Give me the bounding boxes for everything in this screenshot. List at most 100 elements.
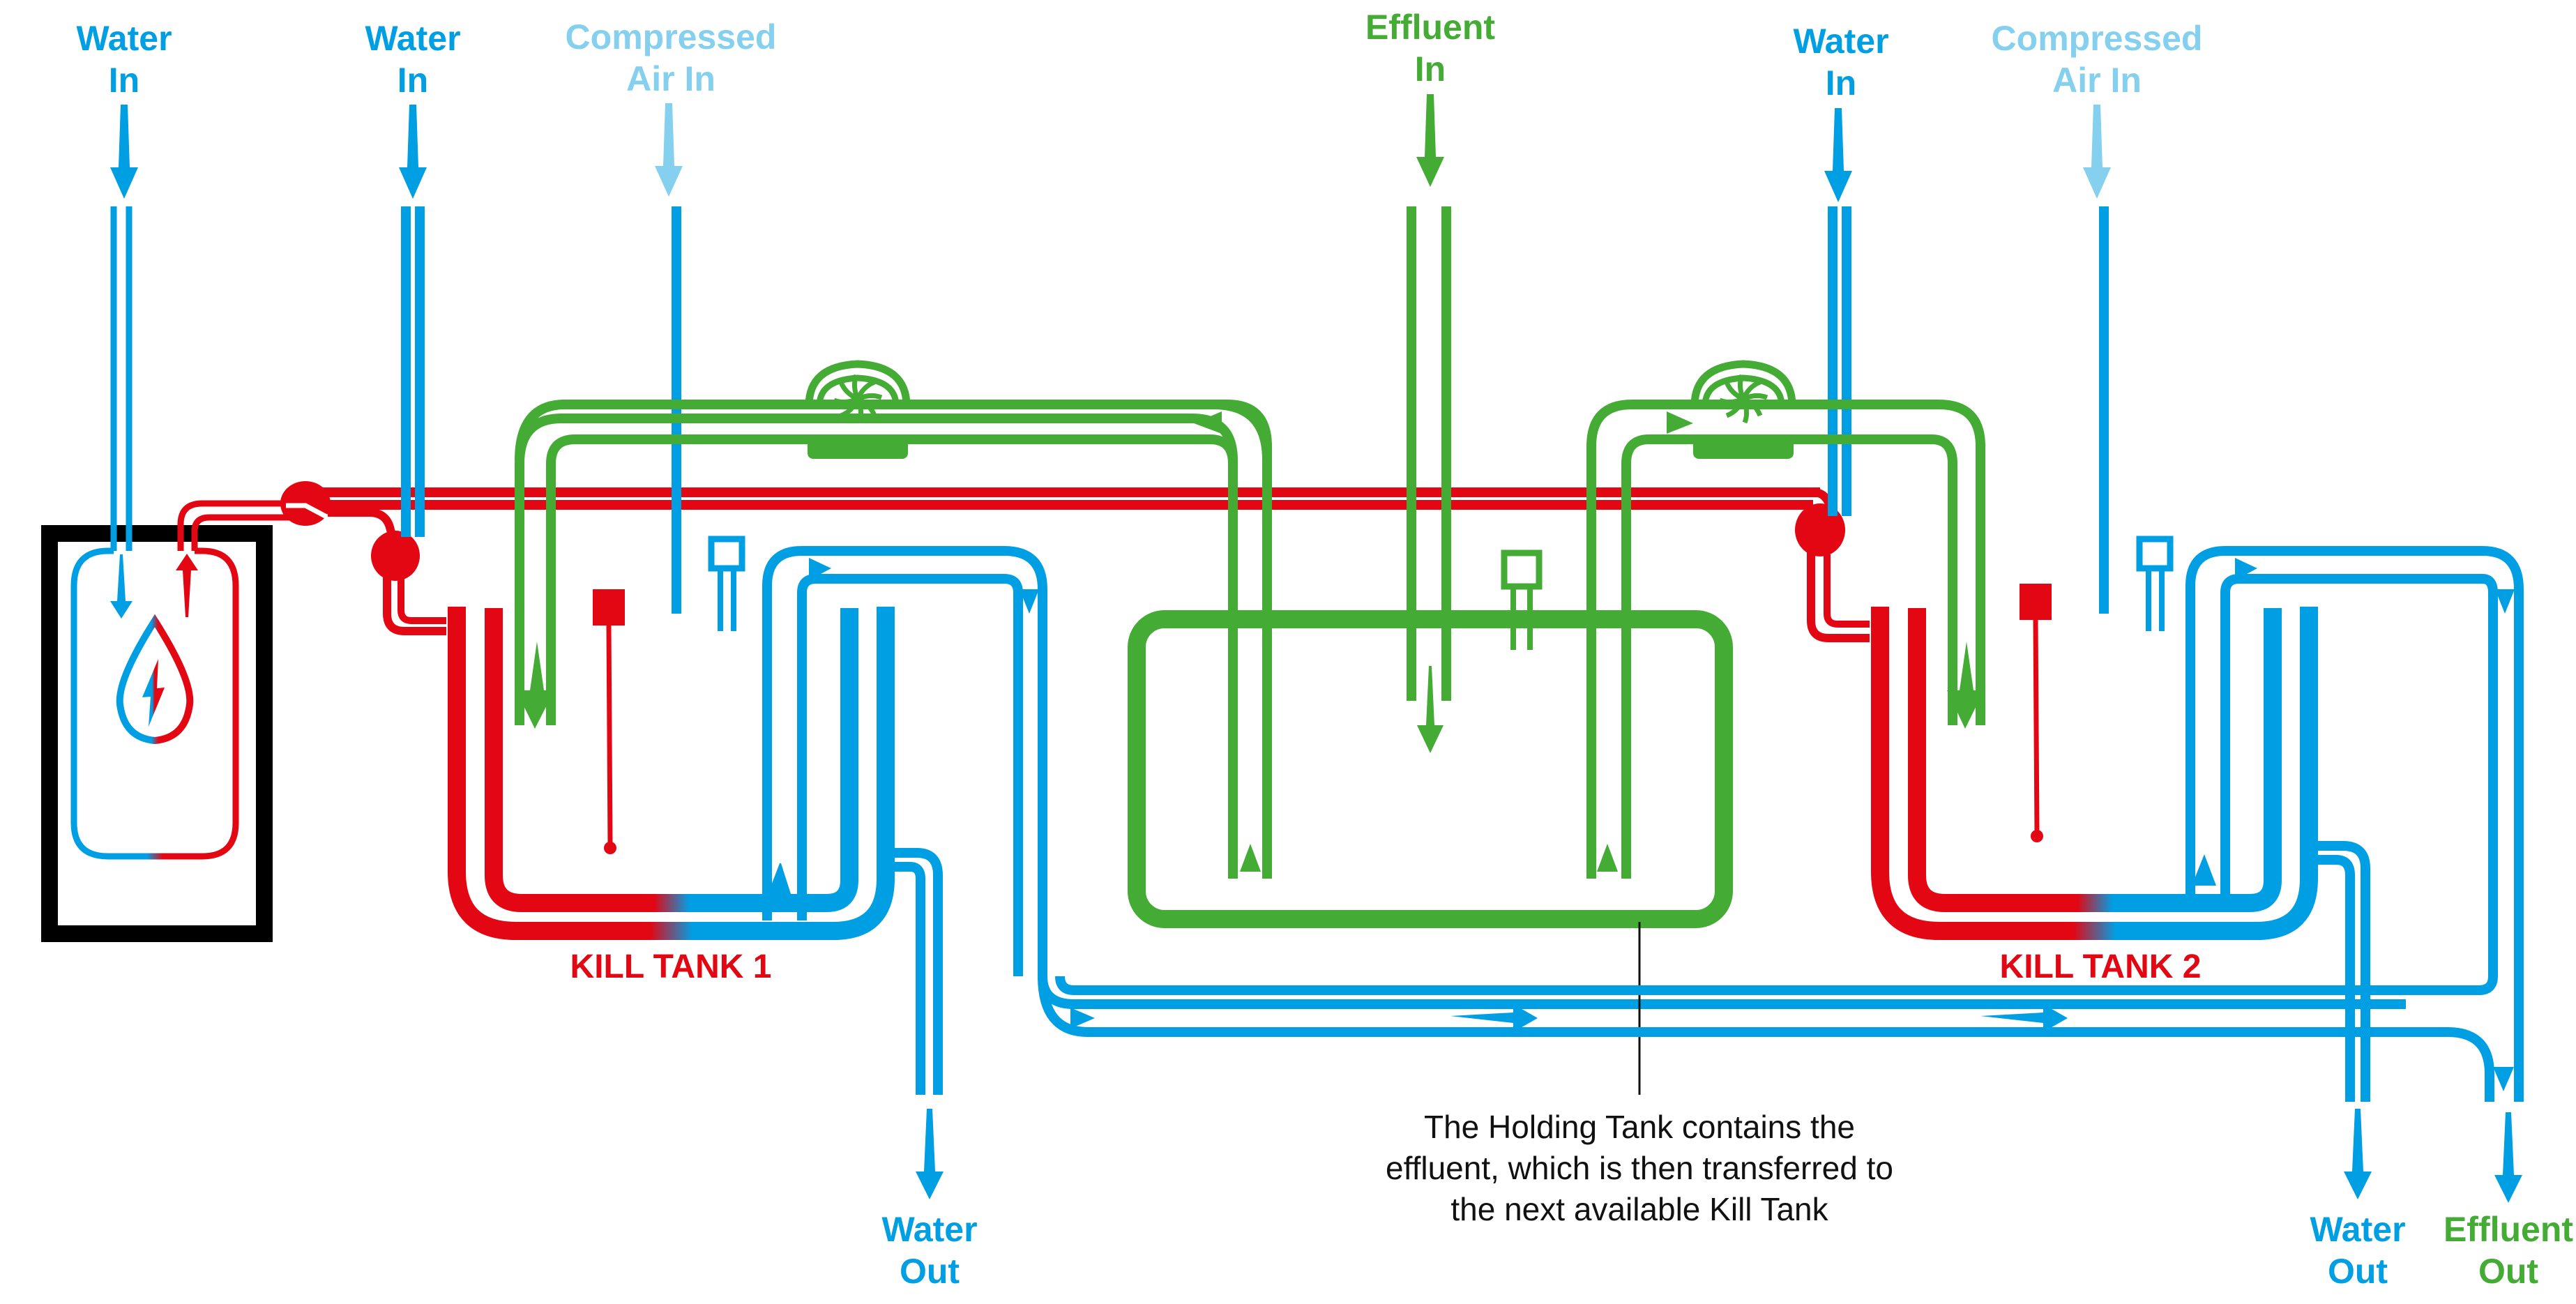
water-in-2-label-line2: In [397, 61, 428, 100]
kill-tank-1-return-outer [762, 546, 2406, 1009]
air-in-2-arrow-icon [2083, 105, 2111, 199]
holding-tank-body [1128, 610, 1733, 928]
kill-tank-1-outer-jacket [448, 607, 895, 940]
transfer-loop-2-right-arrow-icon [1667, 411, 1693, 434]
transfer-loop-1-down-arrow-icon [516, 642, 554, 729]
boiler-hot-out-inner [191, 514, 300, 551]
kill-tank-2-top-arrow-icon [2235, 558, 2257, 580]
water-drop-lightning-icon [116, 614, 194, 745]
manifold-lower [1038, 976, 2494, 1102]
air-in-1-pipe [659, 206, 681, 614]
level-sensor-1-icon [708, 536, 745, 572]
water-out-1-label-line2: Out [900, 1252, 960, 1291]
hot-water-feed-kt2-inner [1824, 554, 1870, 628]
temperature-probe-2-head-icon [2020, 584, 2052, 620]
manifold-arrow-1-icon [1070, 1008, 1095, 1029]
kill-tank-1-top-arrow-icon [809, 558, 831, 580]
transfer-loop-1-left-arrow-icon [1194, 411, 1222, 434]
transfer-loop-1-unused [515, 400, 1227, 461]
boiler-hot-out-arrow-icon [176, 554, 198, 617]
transfer-loop-2-up-arrow-icon [1597, 844, 1618, 872]
water-in-1-label-line2: In [109, 61, 139, 100]
boiler-hot-out-outer [177, 500, 300, 551]
water-out-2-label-line2: Out [2328, 1252, 2388, 1291]
water-in-3-label-line2: In [1826, 63, 1856, 103]
water-in-1-label-line1: Water [76, 19, 172, 58]
air-in-1-label-line1: Compressed [566, 17, 777, 56]
holding-tank-level-sensor-icon [1501, 549, 1543, 590]
transfer-loop-1-pad [561, 400, 1272, 879]
pump-1-impeller-icon[interactable] [805, 360, 911, 459]
kill-tank-1-inner-wall [485, 608, 858, 912]
water-out-1-label-line1: Water [881, 1210, 977, 1249]
air-in-2-label-line2: Air In [2052, 61, 2142, 100]
air-in-1-label-line2: Air In [626, 59, 715, 98]
kill-tank-1-down-arrow-icon [1020, 589, 1039, 614]
valve-1-passage [286, 503, 398, 552]
kill-tank-1-riser-arrow-icon [767, 863, 791, 896]
kill-tank-1-return-inner [797, 574, 1023, 976]
effluent-out-manifold [1038, 976, 2514, 1102]
level-sensor-2-icon [2136, 536, 2174, 572]
kill-tank-2-outlet-outer [2318, 841, 2370, 1102]
three-way-valve-2-icon[interactable] [371, 531, 420, 581]
effluent-out-label-line1: Effluent [2444, 1210, 2573, 1249]
transfer-loop-2-outer [1586, 400, 1985, 879]
kill-tank-1-outlet-outer [895, 848, 943, 1095]
kill-tank-2-inner-wall [1908, 608, 2282, 912]
callout-line-1: The Holding Tank contains the [1424, 1109, 1855, 1145]
kill-tank-1-label: KILL TANK 1 [570, 948, 772, 985]
kill-tank-2-return-outer [2185, 546, 2524, 1102]
effluent-out-label-line2: Out [2478, 1252, 2538, 1291]
kill-tank-2-label: KILL TANK 2 [2000, 948, 2202, 985]
effluent-in-label-line1: Effluent [1365, 8, 1495, 47]
kill-tank-2-riser-arrow-icon [2192, 854, 2216, 886]
kill-tank-2-outer-jacket [1871, 607, 2318, 940]
manifold-down-arrow-icon [2493, 1067, 2514, 1091]
temperature-probe-2-tip-icon [2031, 830, 2043, 842]
boiler [41, 206, 300, 942]
pump-2-impeller-icon[interactable] [1690, 360, 1796, 459]
kill-tank-1-outlet-inner [895, 862, 925, 1095]
boiler-frame [41, 525, 273, 942]
air-in-2-label-line1: Compressed [1992, 19, 2203, 58]
callout-line-2: effluent, which is then transferred to [1386, 1150, 1893, 1186]
effluent-out-arrow-icon [2494, 1112, 2522, 1203]
water-out-2-label-line1: Water [2310, 1210, 2405, 1249]
kill-tank-2 [1055, 536, 2524, 1102]
water-in-3-pipe [1828, 206, 1851, 516]
callout-line-3: the next available Kill Tank [1450, 1191, 1828, 1227]
water-out-2-arrow-icon [2344, 1109, 2372, 1199]
air-in-1-arrow-icon [655, 103, 683, 197]
hot-water-branch-1 [328, 508, 402, 552]
effluent-in-arrow-icon [1416, 94, 1444, 187]
water-out-1-arrow-icon [916, 1109, 944, 1199]
boiler-inner-tank [70, 547, 239, 860]
transfer-loop-2-down-arrow-icon [1947, 642, 1984, 729]
hot-water-feed-kt1-inner [397, 558, 446, 624]
air-in-2-pipe [2086, 206, 2109, 614]
three-way-valve-3-icon[interactable] [1795, 503, 1845, 556]
transfer-loop-2-inner [1621, 434, 1957, 879]
boiler-cold-in-arrow-icon [110, 554, 132, 619]
water-in-2-pipe [401, 206, 425, 537]
kill-tank-2-down-arrow-icon [2495, 589, 2515, 614]
water-in-2-arrow-icon [399, 105, 427, 199]
temperature-probe-1-rod [606, 625, 613, 846]
holding-tank-fill-arrow-icon [1417, 666, 1444, 753]
water-in-1-arrow-icon [110, 105, 138, 199]
water-in-2-label-line1: Water [365, 19, 460, 58]
hot-water-feed-kt2-outer [1807, 551, 1870, 642]
transfer-loop-1-up-arrow-icon [1240, 844, 1261, 872]
temperature-probe-2-rod [2033, 619, 2040, 834]
transfer-loop-1-outer-right [1227, 400, 1272, 879]
temperature-probe-1-head-icon [593, 589, 625, 626]
effluent-in-label-line2: In [1415, 50, 1446, 89]
manifold-arrow-3-icon [1980, 1004, 2068, 1032]
water-in-3-label-line1: Water [1793, 22, 1888, 61]
hot-water-feed-kt1-outer [383, 558, 446, 635]
kill-tank-2-outlet-inner [2318, 855, 2355, 1102]
water-in-3-arrow-icon [1824, 108, 1852, 202]
holding-tank [1128, 206, 1733, 1095]
